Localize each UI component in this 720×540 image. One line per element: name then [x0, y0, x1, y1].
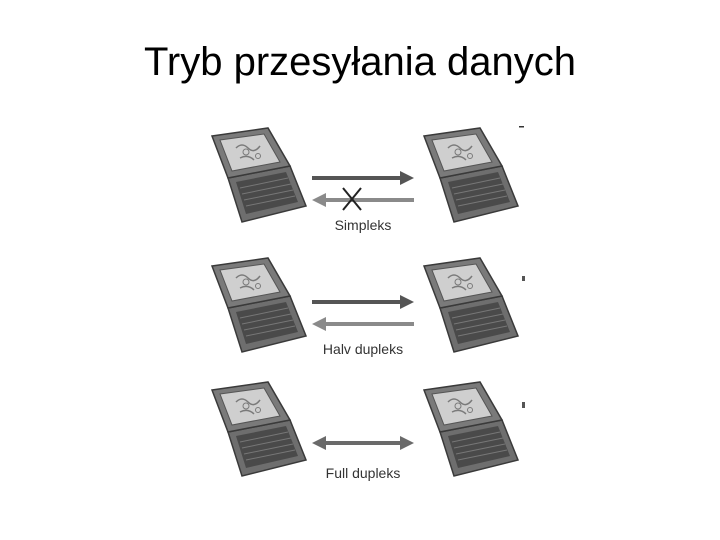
simplex-row	[211, 127, 519, 223]
laptop-icon	[211, 381, 307, 477]
laptop-icon	[423, 127, 519, 223]
left-arrow-icon	[312, 193, 414, 207]
blocked-x-icon	[342, 187, 362, 211]
laptop-icon	[211, 127, 307, 223]
mode-label-simplex: Simpleks	[334, 217, 392, 233]
mode-label-full-duplex: Full dupleks	[325, 465, 401, 481]
half-duplex-row	[211, 257, 519, 353]
laptop-icon	[423, 381, 519, 477]
slide-title: Tryb przesyłania danych	[143, 40, 577, 84]
diagram-drawing	[211, 126, 525, 477]
edge-mark	[522, 402, 525, 408]
mode-label-half-duplex: Halv dupleks	[322, 341, 404, 357]
transmission-modes-diagram: Simpleks Halv dupleks Full dupleks	[200, 118, 530, 498]
edge-mark	[519, 126, 524, 128]
left-arrow-icon	[312, 317, 414, 331]
right-arrow-icon	[312, 295, 414, 309]
full-duplex-row	[211, 381, 519, 477]
laptop-icon	[423, 257, 519, 353]
double-arrow-icon	[312, 436, 414, 450]
laptop-icon	[211, 257, 307, 353]
right-arrow-icon	[312, 171, 414, 185]
edge-mark	[522, 276, 525, 281]
